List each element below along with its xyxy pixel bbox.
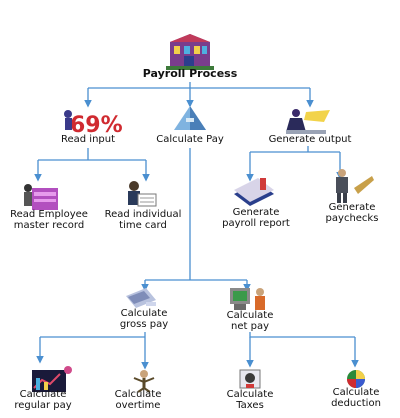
- node-calc-gross-line1: Calculate: [120, 308, 168, 319]
- connector-generate-output-bar: [250, 146, 340, 153]
- node-read-input-label: Read input: [60, 134, 116, 145]
- node-calc-overtime-line2: overtime: [115, 400, 161, 411]
- report-stack-icon: [234, 178, 274, 206]
- node-calc-net-line1: Calculate: [226, 310, 274, 321]
- node-calc-overtime-line1: Calculate: [114, 389, 162, 400]
- connector-net-pay-bar: [249, 332, 355, 338]
- runner-icon: [133, 370, 155, 393]
- chart-icon: [32, 366, 72, 392]
- node-generate-paychecks-line1: Generate: [328, 202, 376, 213]
- node-generate-paychecks: Generate paychecks: [312, 202, 392, 224]
- node-generate-paychecks-line2: paychecks: [325, 213, 379, 224]
- node-calc-taxes-line2: Taxes: [236, 400, 264, 411]
- building-icon: [166, 34, 214, 70]
- node-read-input: Read input: [50, 134, 126, 145]
- node-read-timecard-line2: time card: [119, 220, 167, 231]
- node-calc-regular: Calculate regular pay: [0, 389, 86, 411]
- node-calc-overtime: Calculate overtime: [100, 389, 176, 411]
- node-generate-report-line1: Generate: [232, 207, 280, 218]
- node-calc-gross: Calculate gross pay: [104, 308, 184, 330]
- businessman-icon: [336, 169, 374, 203]
- worker-icon: [286, 109, 330, 134]
- node-calc-deduction-line1: Calculate: [332, 387, 380, 398]
- node-calc-deduction-line2: deduction: [331, 398, 381, 409]
- node-calc-deduction: Calculate deduction: [318, 387, 394, 409]
- node-calc-taxes-line1: Calculate: [226, 389, 274, 400]
- node-payroll-process-label: Payroll Process: [142, 67, 238, 80]
- calculator-hand-icon: [126, 288, 156, 308]
- connector-gross-pay-bar: [40, 332, 146, 338]
- node-calc-regular-line1: Calculate: [19, 389, 67, 400]
- node-generate-report: Generate payroll report: [212, 207, 300, 229]
- node-read-employee-line1: Read Employee: [10, 209, 88, 220]
- tax-form-icon: [239, 369, 261, 389]
- node-calculate-pay: Calculate Pay: [150, 134, 230, 145]
- node-generate-output: Generate output: [262, 134, 358, 145]
- node-calculate-pay-label: Calculate Pay: [156, 134, 224, 145]
- node-read-employee: Read Employee master record: [6, 209, 92, 231]
- clerk-icon: [128, 181, 157, 207]
- folder-stack-icon: [24, 184, 58, 210]
- node-calc-regular-line2: regular pay: [14, 400, 72, 411]
- pyramid-icon: [174, 106, 206, 130]
- node-read-employee-line2: master record: [13, 220, 85, 231]
- svg-text:69%: 69%: [70, 113, 123, 138]
- node-read-timecard: Read individual time card: [100, 209, 186, 231]
- node-generate-output-label: Generate output: [268, 134, 352, 145]
- node-calc-gross-line2: gross pay: [119, 319, 169, 330]
- node-calc-net-line2: net pay: [231, 321, 269, 332]
- percent-sign-icon: 69%: [64, 110, 123, 138]
- connector-read-input-bar: [38, 148, 146, 161]
- node-read-timecard-line1: Read individual: [104, 209, 182, 220]
- computer-icon: [230, 288, 265, 310]
- node-calc-taxes: Calculate Taxes: [212, 389, 288, 411]
- node-generate-report-line2: payroll report: [222, 218, 290, 229]
- node-payroll-process: Payroll Process: [140, 68, 240, 79]
- node-calc-net: Calculate net pay: [210, 310, 290, 332]
- pie-chart-icon: [347, 370, 365, 388]
